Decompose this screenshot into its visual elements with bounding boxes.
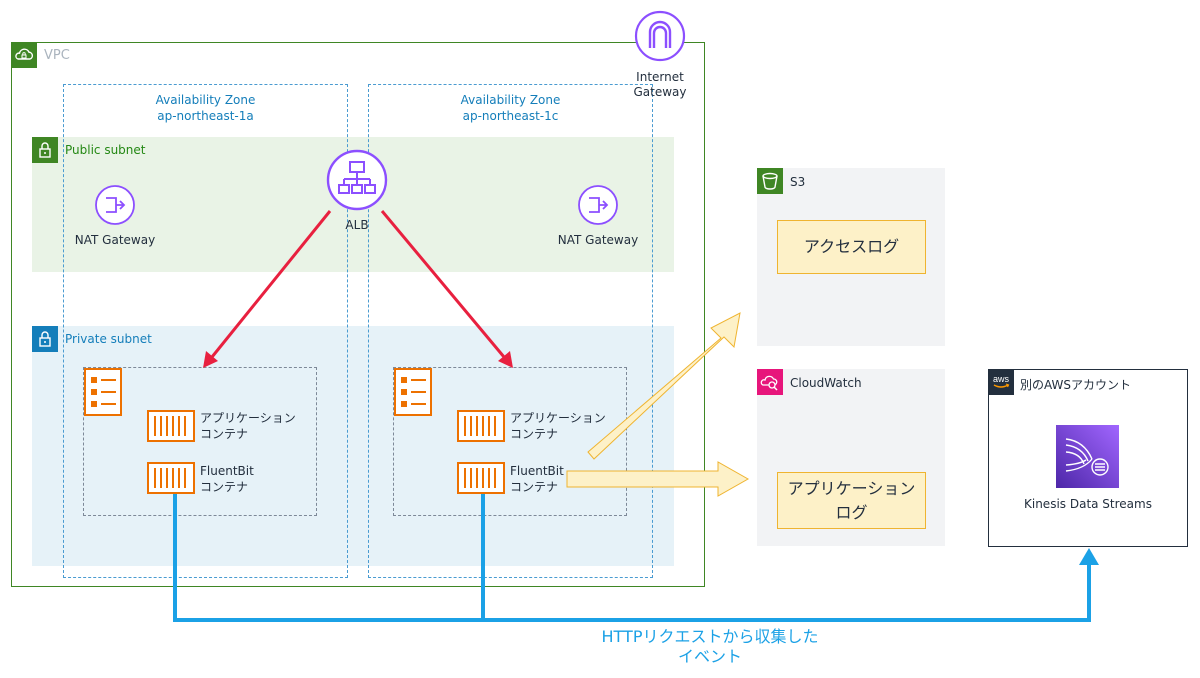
app-container-label-1c: アプリケーション コンテナ [510,411,606,441]
internet-gateway-icon [634,10,686,62]
internet-gateway-label: Internet Gateway [633,70,687,99]
nat-gateway-icon-1a [94,184,136,226]
cloudwatch-icon [757,369,783,395]
private-subnet-lock-icon [32,326,58,352]
s3-bucket-icon [757,168,783,194]
fluentbit-container-label-1a: FluentBit コンテナ [200,464,254,494]
access-log-box: アクセスログ [777,220,926,274]
app-container-icon-1a [147,410,195,442]
event-flow-caption: HTTPリクエストから収集した イベント [601,627,819,666]
nat-gateway-label-1a: NAT Gateway [74,233,156,247]
public-subnet-lock-icon [32,137,58,163]
alb-icon [326,149,388,211]
fluentbit-container-icon-1c [457,462,505,494]
svg-text:aws: aws [993,374,1010,384]
public-subnet-label: Public subnet [65,143,146,157]
app-container-label-1a: アプリケーション コンテナ [200,411,296,441]
other-aws-account-label: 別のAWSアカウント [1020,378,1132,392]
ecs-task-icon-1a [83,367,123,417]
s3-label: S3 [790,175,806,189]
application-log-box: アプリケーション ログ [777,472,926,529]
availability-zone-1a-label: Availability Zone ap-northeast-1a [155,93,256,123]
cloudwatch-label: CloudWatch [790,376,862,390]
fluentbit-container-icon-1a [147,462,195,494]
kinesis-data-streams-label: Kinesis Data Streams [1024,497,1152,511]
vpc-cloud-icon [11,42,37,68]
fluentbit-container-label-1c: FluentBit コンテナ [510,464,564,494]
alb-label: ALB [345,218,369,232]
nat-gateway-icon-1c [577,184,619,226]
availability-zone-1c-label: Availability Zone ap-northeast-1c [460,93,561,123]
private-subnet-label: Private subnet [65,332,152,346]
kinesis-data-streams-icon [1056,425,1119,488]
vpc-label: VPC [44,48,70,63]
nat-gateway-label-1c: NAT Gateway [557,233,639,247]
ecs-task-icon-1c [393,367,433,417]
app-container-icon-1c [457,410,505,442]
aws-logo-icon: aws [988,369,1014,395]
